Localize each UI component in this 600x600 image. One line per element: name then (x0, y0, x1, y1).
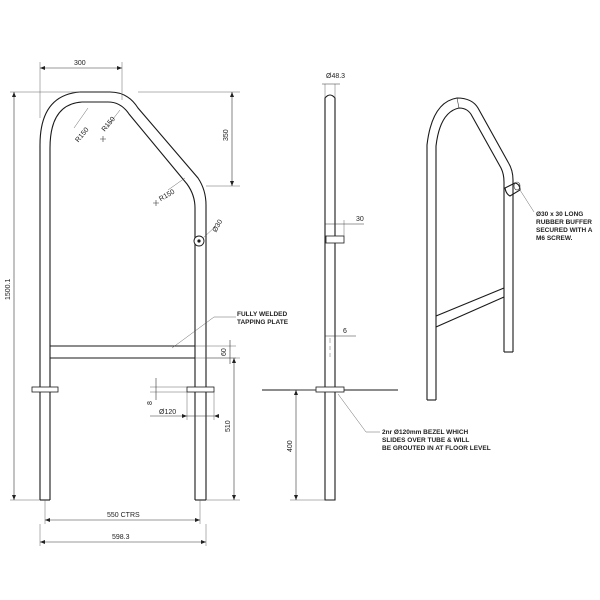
svg-text:Ø30 x 30 LONG: Ø30 x 30 LONG (536, 211, 583, 218)
front-tube-outer (39, 91, 207, 500)
dim-radius-lower: R150 (158, 189, 176, 203)
note-buffer: Ø30 x 30 LONG RUBBER BUFFER SECURED WITH… (519, 189, 593, 242)
dim-rail-gap: 60 (221, 348, 228, 356)
side-buffer (325, 235, 345, 244)
dim-top-width: 300 (74, 60, 86, 67)
svg-text:FULLY WELDED: FULLY WELDED (237, 311, 288, 318)
note-tapping-plate: FULLY WELDED TAPPING PLATE (171, 311, 289, 349)
dimension-arrows (12, 66, 298, 544)
svg-text:2nr Ø120mm BEZEL WHICH: 2nr Ø120mm BEZEL WHICH (382, 429, 469, 436)
dim-screw-dia: Ø30 (212, 219, 225, 234)
front-bezel-right (186, 386, 215, 393)
dim-overall-width: 598.3 (112, 534, 130, 541)
dim-slope-height: 350 (223, 129, 230, 141)
dim-bezel-thk: 8 (147, 401, 154, 405)
dim-tube-dia: Ø48.3 (326, 73, 345, 80)
dim-radius-top-left: R150 (74, 127, 90, 144)
svg-text:SECURED WITH A: SECURED WITH A (536, 227, 593, 234)
dim-bezel-dia: Ø120 (159, 409, 176, 416)
iso-cross-rail (435, 287, 505, 317)
front-view (31, 91, 215, 501)
svg-text:SLIDES OVER TUBE & WILL: SLIDES OVER TUBE & WILL (382, 437, 469, 444)
iso-view (426, 97, 521, 401)
dim-buffer-len: 30 (356, 216, 364, 223)
iso-back-leg (426, 97, 514, 400)
svg-text:RUBBER BUFFER: RUBBER BUFFER (536, 219, 592, 226)
dim-centres: 550 CTRS (107, 512, 140, 519)
svg-text:BE GROUTED IN AT FLOOR LEVEL: BE GROUTED IN AT FLOOR LEVEL (382, 445, 491, 452)
dim-overall-height: 1500.1 (5, 278, 12, 300)
side-view (262, 94, 398, 501)
svg-text:TAPPING PLATE: TAPPING PLATE (237, 319, 289, 326)
front-tube-inner (49, 101, 196, 500)
side-bezel (315, 386, 345, 393)
dim-plate-thk: 6 (343, 328, 347, 335)
side-tube (324, 94, 336, 501)
svg-text:M6 SCREW.: M6 SCREW. (536, 235, 573, 242)
note-bezel: 2nr Ø120mm BEZEL WHICH SLIDES OVER TUBE … (337, 393, 491, 452)
front-bezel-left (31, 386, 59, 393)
dim-leg-height: 510 (225, 420, 232, 432)
dim-embed-depth: 400 (287, 440, 294, 452)
side-dimensions: Ø48.3 30 6 400 (287, 73, 364, 501)
dim-radius-top-right: R150 (101, 116, 117, 133)
